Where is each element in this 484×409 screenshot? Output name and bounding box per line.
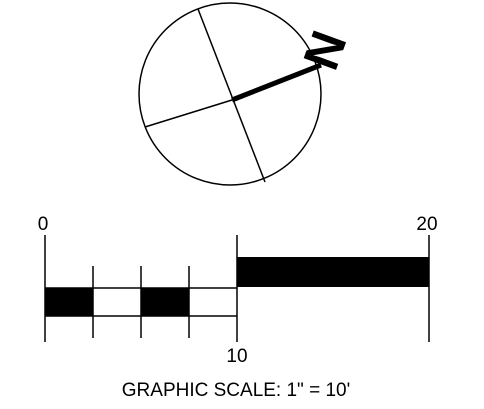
north-arrow-crosshair-line xyxy=(144,99,233,128)
scale-bar-fill-segment xyxy=(141,288,189,316)
scale-label-zero: 0 xyxy=(38,214,49,235)
north-arrow: N xyxy=(138,2,358,186)
north-arrow-crosshair-line xyxy=(197,8,266,183)
scale-bar-fill-segment xyxy=(45,288,93,316)
north-arrow-circle xyxy=(138,2,322,186)
scale-label-twenty: 20 xyxy=(416,214,437,235)
scale-label-ten: 10 xyxy=(226,346,247,367)
scale-bar-fill-segment xyxy=(237,257,429,287)
graphic-scale-caption: GRAPHIC SCALE: 1" = 10' xyxy=(122,380,350,401)
graphic-scale-bar: 0 20 10 GRAPHIC SCALE: 1" = 10' xyxy=(38,214,438,401)
north-arrow-pointer xyxy=(231,62,322,103)
